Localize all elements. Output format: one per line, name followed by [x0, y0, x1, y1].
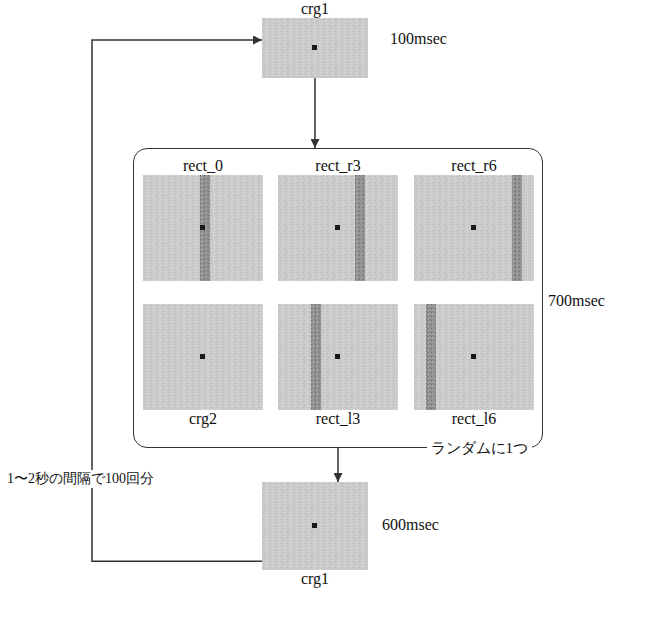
vertical-bar [355, 175, 365, 281]
fixation-dot [335, 354, 340, 359]
stimulus-name: rect_l3 [278, 410, 398, 428]
flow-arrow [337, 448, 339, 482]
group-box: ランダムに1つrect_0rect_r3rect_r6crg2rect_l3re… [133, 148, 543, 448]
gray-field [143, 304, 263, 410]
gray-field [262, 18, 368, 78]
stimulus-image [278, 304, 398, 410]
stimulus-frame: rect_r6 [414, 157, 534, 281]
stimulus-frame: rect_0 [143, 157, 263, 281]
stimulus-image [143, 175, 263, 281]
gray-field [414, 304, 534, 410]
gray-field [143, 175, 263, 281]
stimulus-frame: rect_r3 [278, 157, 398, 281]
stimulus-name: rect_0 [143, 157, 263, 175]
stimulus-name: crg1 [262, 570, 368, 588]
fixation-dot [200, 225, 205, 230]
stimulus-image [414, 304, 534, 410]
duration-label: 600msec [382, 516, 439, 534]
fixation-dot [312, 523, 317, 528]
stimulus-frame: rect_l3 [278, 304, 398, 428]
fixation-dot [471, 354, 476, 359]
fixation-dot [200, 354, 205, 359]
gray-field [278, 175, 398, 281]
stimulus-name: rect_l6 [414, 410, 534, 428]
stimulus-image [262, 482, 368, 570]
vertical-bar [512, 175, 522, 281]
fixation-dot [471, 225, 476, 230]
gray-field [262, 482, 368, 570]
stimulus-image [143, 304, 263, 410]
stimulus-name: rect_r6 [414, 157, 534, 175]
stimulus-frame: crg1 [262, 0, 368, 78]
fixation-dot [312, 45, 317, 50]
flow-arrow [314, 78, 316, 148]
gray-field [414, 175, 534, 281]
vertical-bar [311, 304, 321, 410]
gray-field [278, 304, 398, 410]
stimulus-frame: crg2 [143, 304, 263, 428]
group-label: ランダムに1つ [427, 439, 533, 457]
stimulus-image [414, 175, 534, 281]
stimulus-frame: crg1 [262, 482, 368, 588]
stimulus-name: crg1 [262, 0, 368, 18]
vertical-bar [426, 304, 436, 410]
vertical-bar [200, 175, 210, 281]
stimulus-frame: rect_l6 [414, 304, 534, 428]
stimulus-image [278, 175, 398, 281]
stimulus-name: rect_r3 [278, 157, 398, 175]
loop-note: 1〜2秒の間隔で100回分 [5, 470, 156, 488]
duration-label: 100msec [390, 30, 447, 48]
stimulus-image [262, 18, 368, 78]
duration-label: 700msec [548, 292, 605, 310]
fixation-dot [335, 225, 340, 230]
stimulus-name: crg2 [143, 410, 263, 428]
